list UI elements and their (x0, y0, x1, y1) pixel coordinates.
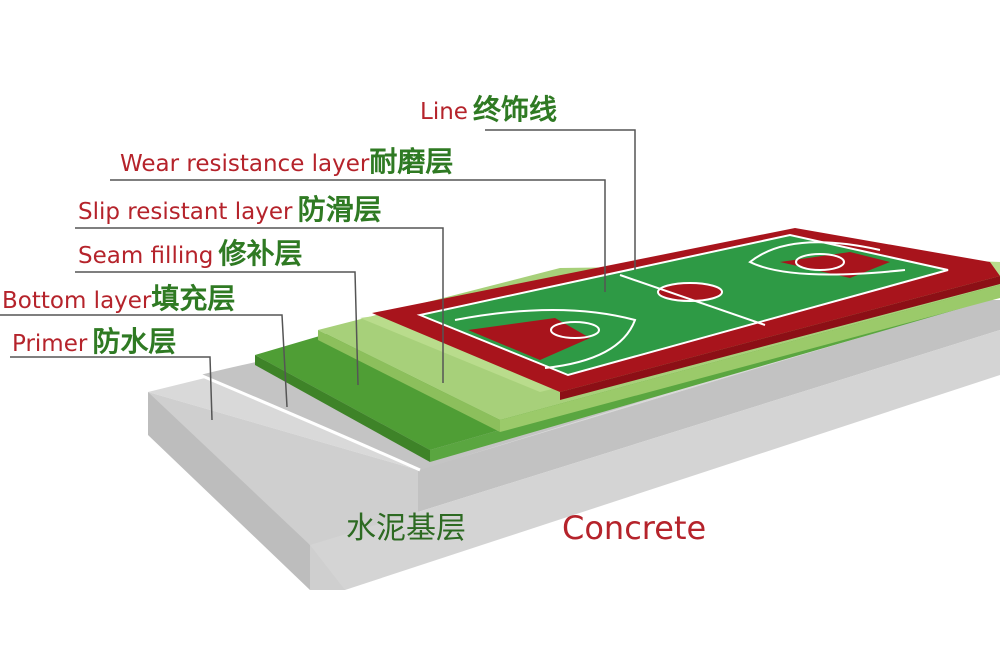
label-slip-resistant-layer: Slip resistant layer 防滑层 (78, 196, 382, 224)
bottom-layer-edge (255, 355, 430, 462)
label-wear-cn: 耐磨层 (369, 145, 454, 178)
half-court-line (619, 274, 766, 326)
label-bottom-cn: 填充层 (151, 282, 236, 315)
label-line-cn: 终饰线 (473, 93, 558, 126)
label-primer-cn: 防水层 (92, 325, 177, 358)
label-primer: Primer 防水层 (12, 328, 176, 356)
label-seam-en: Seam filling (78, 243, 214, 269)
leader-line-seam (75, 271, 359, 386)
label-wear-en: Wear resistance layer (120, 151, 370, 177)
wear-layer-edge (560, 276, 1000, 400)
key-circle-right (795, 253, 845, 271)
label-bottom-en: Bottom layer (2, 288, 152, 314)
key-circle-left (550, 321, 600, 339)
label-bottom-layer: Bottom layer填充层 (2, 285, 235, 313)
seam-filling-edge (318, 330, 500, 432)
court-boundary-line (416, 233, 949, 377)
leader-line-slip (75, 227, 444, 383)
three-point-arc-left (454, 309, 637, 369)
label-seam-cn: 修补层 (218, 237, 303, 270)
seam-filling-right-edge (500, 285, 1000, 432)
leader-line-bottom (0, 314, 288, 408)
label-primer-en: Primer (12, 331, 88, 357)
court-key-right (780, 252, 890, 278)
label-line: Line 终饰线 (420, 96, 557, 124)
label-slip-en: Slip resistant layer (78, 199, 293, 225)
leader-line-line (485, 129, 636, 270)
base-label-cn: 水泥基层 (346, 511, 466, 546)
concrete-slab-bottom (310, 330, 1000, 590)
court-key-left (468, 318, 590, 360)
label-slip-cn: 防滑层 (297, 193, 382, 226)
base-label-en: Concrete (562, 509, 707, 547)
leader-line-primer (10, 356, 213, 421)
label-line-en: Line (420, 99, 468, 125)
label-seam-filling: Seam filling 修补层 (78, 240, 303, 268)
primer-curve (199, 373, 421, 472)
label-wear-resistance-layer: Wear resistance layer耐磨层 (120, 148, 453, 176)
center-circle (657, 282, 723, 302)
concrete-slab-left (148, 392, 310, 590)
leader-line-wear (110, 179, 606, 292)
concrete-slab-right (418, 300, 1000, 512)
three-point-arc-right (748, 241, 906, 276)
